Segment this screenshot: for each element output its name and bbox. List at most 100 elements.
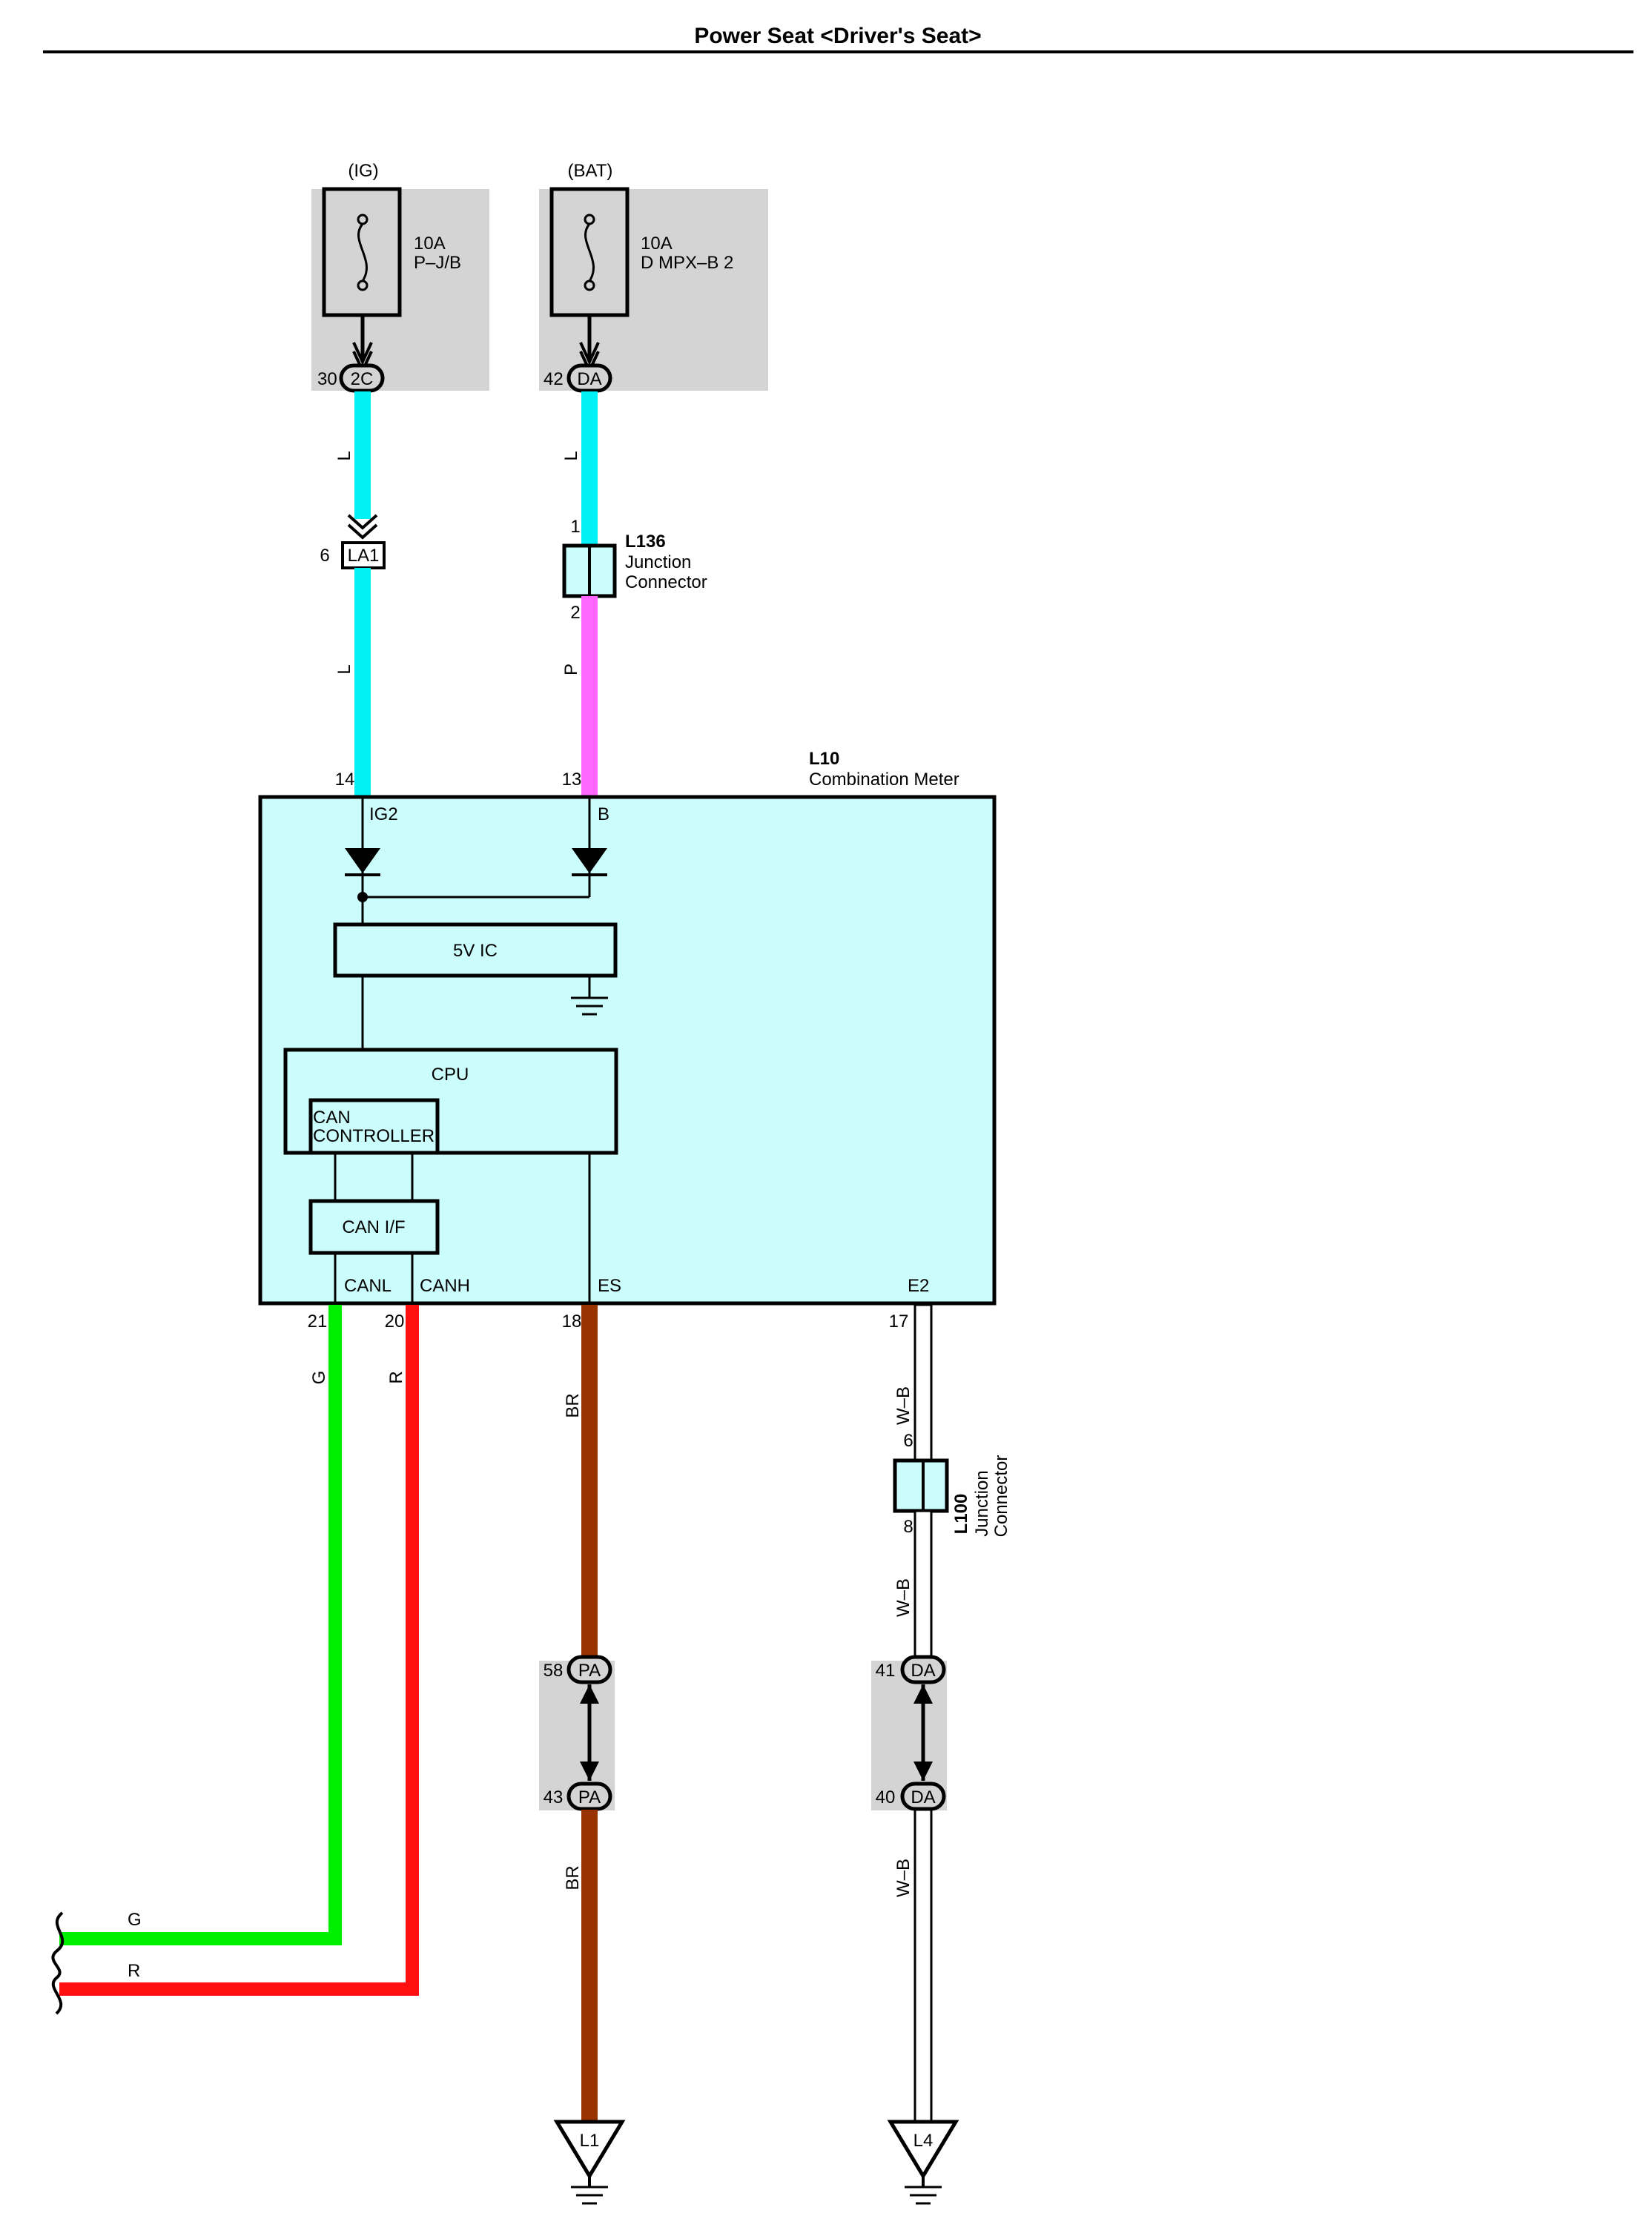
da-pin-bottom: 40	[876, 1787, 896, 1807]
wire-es-bottom-label: BR	[563, 1865, 583, 1890]
wire-bat-bottom	[581, 596, 598, 797]
wire-e2-bottom	[913, 1808, 933, 2124]
internal-ground-icon	[571, 996, 608, 1016]
terminal-e2: E2	[908, 1276, 929, 1296]
pa-pin-bottom: 43	[543, 1787, 564, 1807]
da-connector-bottom-label: DA	[911, 1787, 935, 1807]
wire-ig-bottom-label: L	[334, 664, 354, 674]
module-pin-es: 18	[562, 1311, 582, 1332]
terminal-es: ES	[598, 1276, 621, 1296]
module-pin-ig2: 14	[335, 770, 355, 790]
l100-connector	[893, 1458, 949, 1513]
module-pin-b: 13	[562, 770, 582, 790]
l100-desc2: Connector	[991, 1455, 1011, 1538]
ig-fuse-rating: 10A	[414, 234, 446, 254]
wire-e2-mid	[913, 1509, 933, 1662]
wire-ig-bottom	[354, 568, 371, 797]
pa-connector-bottom-label: PA	[578, 1787, 601, 1807]
page-title: Power Seat <Driver's Seat>	[694, 24, 981, 48]
wire-e2-top	[913, 1303, 933, 1462]
can-controller-block	[308, 1098, 440, 1155]
pa-connector-bottom	[566, 1782, 612, 1811]
bat-fuse-name: D MPX–B 2	[641, 253, 733, 273]
da-pin-top: 41	[876, 1661, 896, 1681]
can-if-block	[308, 1199, 440, 1255]
module-pin-canl: 21	[308, 1311, 328, 1332]
module-pin-e2: 17	[889, 1311, 909, 1332]
wire-canl	[59, 1305, 342, 1945]
diode-ig2	[345, 848, 380, 876]
wire-es-top-label: BR	[563, 1393, 583, 1418]
module-name: Combination Meter	[809, 770, 959, 790]
diode-b	[572, 848, 607, 876]
bat-fuse	[549, 187, 630, 374]
ig-fuse	[322, 187, 402, 374]
pa-connector-top-label: PA	[578, 1661, 601, 1681]
l100-pin-out: 8	[903, 1517, 913, 1537]
ic-5v-label: 5V IC	[453, 941, 498, 961]
break-mark-icon	[51, 1911, 65, 2015]
wire-bat-top	[581, 391, 598, 546]
can-controller-label-2: CONTROLLER	[313, 1126, 435, 1146]
cpu-label: CPU	[432, 1065, 469, 1085]
terminal-canh: CANH	[420, 1276, 470, 1296]
wire-canl-label: G	[309, 1371, 329, 1385]
can-controller-label-1: CAN	[313, 1108, 351, 1128]
wire-e2-mid-label: W–B	[893, 1578, 913, 1617]
wire-bat-top-label: L	[561, 451, 581, 460]
bat-fuse-rating: 10A	[641, 234, 673, 254]
ig-fuse-name: P–J/B	[414, 253, 461, 273]
terminal-ig2: IG2	[369, 804, 398, 824]
la1-chevron	[347, 514, 378, 540]
ground-l1-label: L1	[580, 2131, 600, 2151]
ground-l1-icon	[553, 2120, 626, 2205]
wire-bat-bottom-label: P	[561, 664, 581, 675]
ig-fuse-pin: 30	[317, 369, 337, 389]
junction-dot	[357, 892, 368, 902]
bat-fuse-area	[539, 189, 768, 391]
exit-r-label: R	[128, 1961, 140, 1981]
wire-ig-top-label: L	[334, 451, 354, 460]
exit-g-label: G	[128, 1910, 142, 1930]
module-pin-canh: 20	[385, 1311, 405, 1332]
l136-pin-in: 1	[570, 517, 580, 537]
l136-pin-out: 2	[570, 603, 580, 623]
l100-desc1: Junction	[972, 1470, 992, 1536]
ig-fuse-connector-label: 2C	[351, 369, 374, 389]
pa-mating-icon	[580, 1684, 599, 1781]
wire-e2-top-label: W–B	[893, 1386, 913, 1425]
terminal-b: B	[598, 804, 609, 824]
ground-l4-icon	[887, 2120, 959, 2205]
da-connector-top	[900, 1655, 946, 1684]
bat-fuse-connector-label: DA	[577, 369, 601, 389]
ground-l4-label: L4	[913, 2131, 934, 2151]
wire-ig-top	[354, 391, 371, 519]
l100-pin-in: 6	[903, 1431, 913, 1451]
wire-es-top	[581, 1305, 598, 1664]
da-mating-icon	[913, 1684, 933, 1781]
pa-connector-top	[566, 1655, 612, 1684]
l136-id: L136	[625, 532, 666, 552]
wire-canh	[59, 1305, 419, 1996]
module-internal-wiring	[334, 797, 591, 1303]
wire-es-bottom	[581, 1810, 598, 2123]
bat-source-label: (BAT)	[568, 161, 613, 181]
wire-e2-bottom-label: W–B	[893, 1859, 913, 1897]
bat-fuse-pin: 42	[543, 369, 564, 389]
ic-5v-block	[333, 922, 618, 978]
ig-fuse-connector	[339, 363, 385, 393]
can-if-label: CAN I/F	[342, 1217, 405, 1237]
module-id: L10	[809, 749, 839, 769]
wire-canh-label: R	[386, 1371, 406, 1383]
l136-desc1: Junction	[625, 552, 691, 572]
da-connector-top-label: DA	[911, 1661, 935, 1681]
la1-pin: 6	[320, 546, 329, 566]
ig-source-label: (IG)	[348, 161, 378, 181]
pa-pin-top: 58	[543, 1661, 564, 1681]
terminal-canl: CANL	[344, 1276, 391, 1296]
bat-fuse-connector	[566, 363, 612, 393]
l136-desc2: Connector	[625, 572, 707, 592]
la1-connector-label: LA1	[348, 546, 380, 566]
l100-id: L100	[951, 1494, 971, 1535]
